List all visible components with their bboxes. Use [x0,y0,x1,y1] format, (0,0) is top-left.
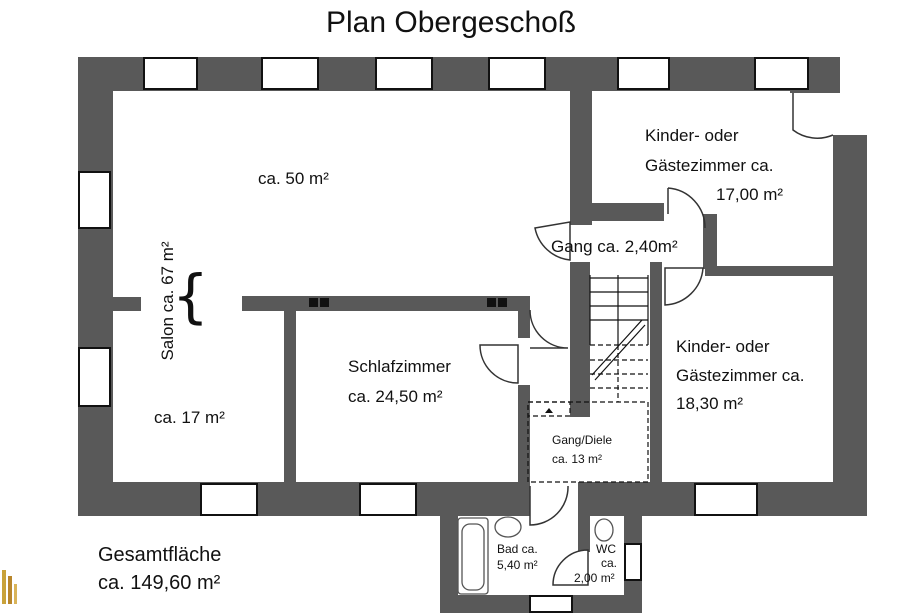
bad-name: Bad ca. [497,542,538,556]
schlafzimmer-name: Schlafzimmer [348,357,451,376]
wall-schlaf-right-lower [518,385,530,485]
gang-label: Gang ca. 2,40m² [551,237,678,256]
kinder2-line2: Gästezimmer ca. [676,366,805,385]
curly-brace-icon: { [172,262,209,330]
window [261,57,319,90]
salon-upper-area: ca. 50 m² [258,169,329,188]
kinder2-line1: Kinder- oder [676,337,770,356]
window [359,483,417,516]
wall-bath-left [440,482,458,613]
page-title: Plan Obergeschoß [326,6,577,39]
kinder1-line2: Gästezimmer ca. [645,156,774,175]
wall-left [78,57,113,516]
total-label: Gesamtfläche [98,544,222,566]
kinder1-area: 17,00 m² [716,185,784,204]
window [143,57,198,90]
window [488,57,546,90]
wall-kinder1-left-lower [703,214,717,269]
wall-right-lower [833,135,867,516]
salon-lower-area: ca. 17 m² [154,408,225,427]
wall-top [78,57,840,91]
window [754,57,809,90]
company-logo [0,566,30,610]
wall-kinder-divider [705,266,835,276]
window [200,483,258,516]
diele-name: Gang/Diele [552,433,613,447]
window [375,57,433,90]
wall-salon-divider-left [113,297,141,311]
schlafzimmer-area: ca. 24,50 m² [348,387,443,406]
wc-area: 2,00 m² [574,571,615,585]
window [78,347,111,407]
window [624,543,642,581]
wall-salon-right [570,57,592,225]
wall-schlaf-left [284,310,296,485]
window [78,171,111,229]
wall-stair-left [570,262,590,417]
arrow-up-icon [545,408,553,413]
wc-sub: ca. [601,556,618,570]
window [529,595,573,613]
wall-schlaf-right-upper [518,310,530,338]
bad-area: 5,40 m² [497,558,538,572]
diele-area: ca. 13 m² [552,452,603,466]
wall-stair-right [650,262,662,482]
window [617,57,670,90]
wall-bath-divider [578,482,590,552]
window [694,483,758,516]
wall-kinder1-bottom [592,203,664,221]
kinder1-line1: Kinder- oder [645,126,739,145]
total-value: ca. 149,60 m² [98,572,221,594]
wc-name: WC [596,542,616,556]
kinder2-area: 18,30 m² [676,394,744,413]
